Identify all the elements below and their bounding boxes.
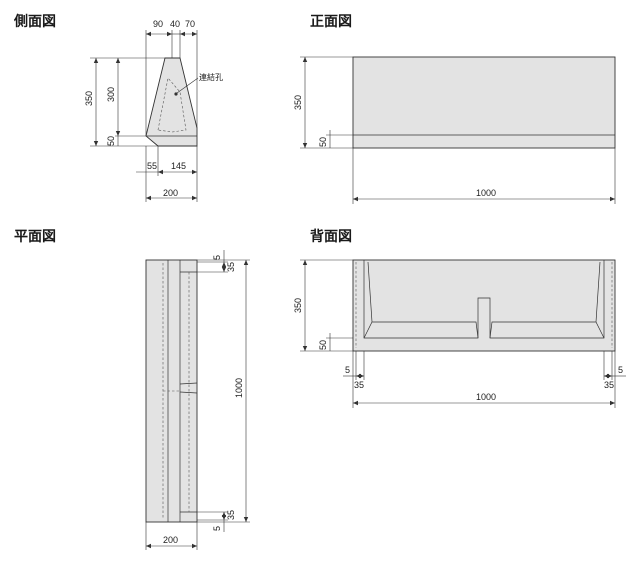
front-dim-height: 350: [293, 95, 303, 110]
plan-dim-bot-gap: 35: [226, 510, 236, 520]
front-dim-base: 50: [318, 137, 328, 147]
dim-top-a: 90: [153, 19, 163, 29]
dim-height-upper: 300: [106, 87, 116, 102]
back-hidden-lines: [355, 262, 613, 348]
front-dim-length: 1000: [476, 188, 496, 198]
side-view: 側面図 連結孔 90 40 70 350 300 50 55 145 200: [13, 13, 223, 202]
back-dim-height: 350: [293, 298, 303, 313]
connecting-hole: [174, 92, 178, 96]
plan-body: [145, 259, 198, 523]
back-dim-length: 1000: [476, 392, 496, 402]
dim-width: 200: [163, 188, 178, 198]
plan-dim-top-small: 5: [212, 255, 222, 260]
leader-line: [176, 77, 199, 94]
plan-view: 平面図 5 35 1000 35 5 200: [14, 229, 250, 550]
side-hidden-contour: [157, 77, 187, 133]
plan-dim-length: 1000: [234, 378, 244, 398]
dim-base-a: 55: [147, 161, 157, 171]
plan-center-notch: [179, 382, 198, 394]
side-profile: [145, 57, 198, 147]
plan-dim-width: 200: [163, 535, 178, 545]
back-inner-outline: [363, 260, 605, 339]
back-dim-left-gap: 35: [354, 380, 364, 390]
back-dim-right-gap: 35: [604, 380, 614, 390]
plan-dim-bot-small: 5: [212, 526, 222, 531]
dim-top-b: 40: [170, 19, 180, 29]
back-inner-slopes: [363, 261, 605, 339]
front-view: 正面図 350 50 1000: [293, 14, 616, 204]
front-body: [352, 56, 616, 149]
back-dim-base: 50: [318, 340, 328, 350]
back-body: [352, 259, 616, 352]
dim-top-c: 70: [185, 19, 195, 29]
back-view-title: 背面図: [310, 228, 352, 245]
dim-base-b: 145: [171, 161, 186, 171]
plan-view-title: 平面図: [14, 229, 56, 245]
plan-dim-top-gap: 35: [226, 262, 236, 272]
connecting-hole-label: 連結孔: [199, 72, 223, 82]
side-view-title: 側面図: [13, 13, 56, 30]
dim-height-lower: 50: [106, 136, 116, 146]
back-dim-right-small: 5: [618, 365, 623, 375]
front-view-title: 正面図: [310, 14, 352, 30]
back-view: 背面図 350 50 5 35 35 5 1000: [293, 228, 626, 408]
dim-height-total: 350: [84, 91, 94, 106]
back-dim-left-small: 5: [345, 365, 350, 375]
